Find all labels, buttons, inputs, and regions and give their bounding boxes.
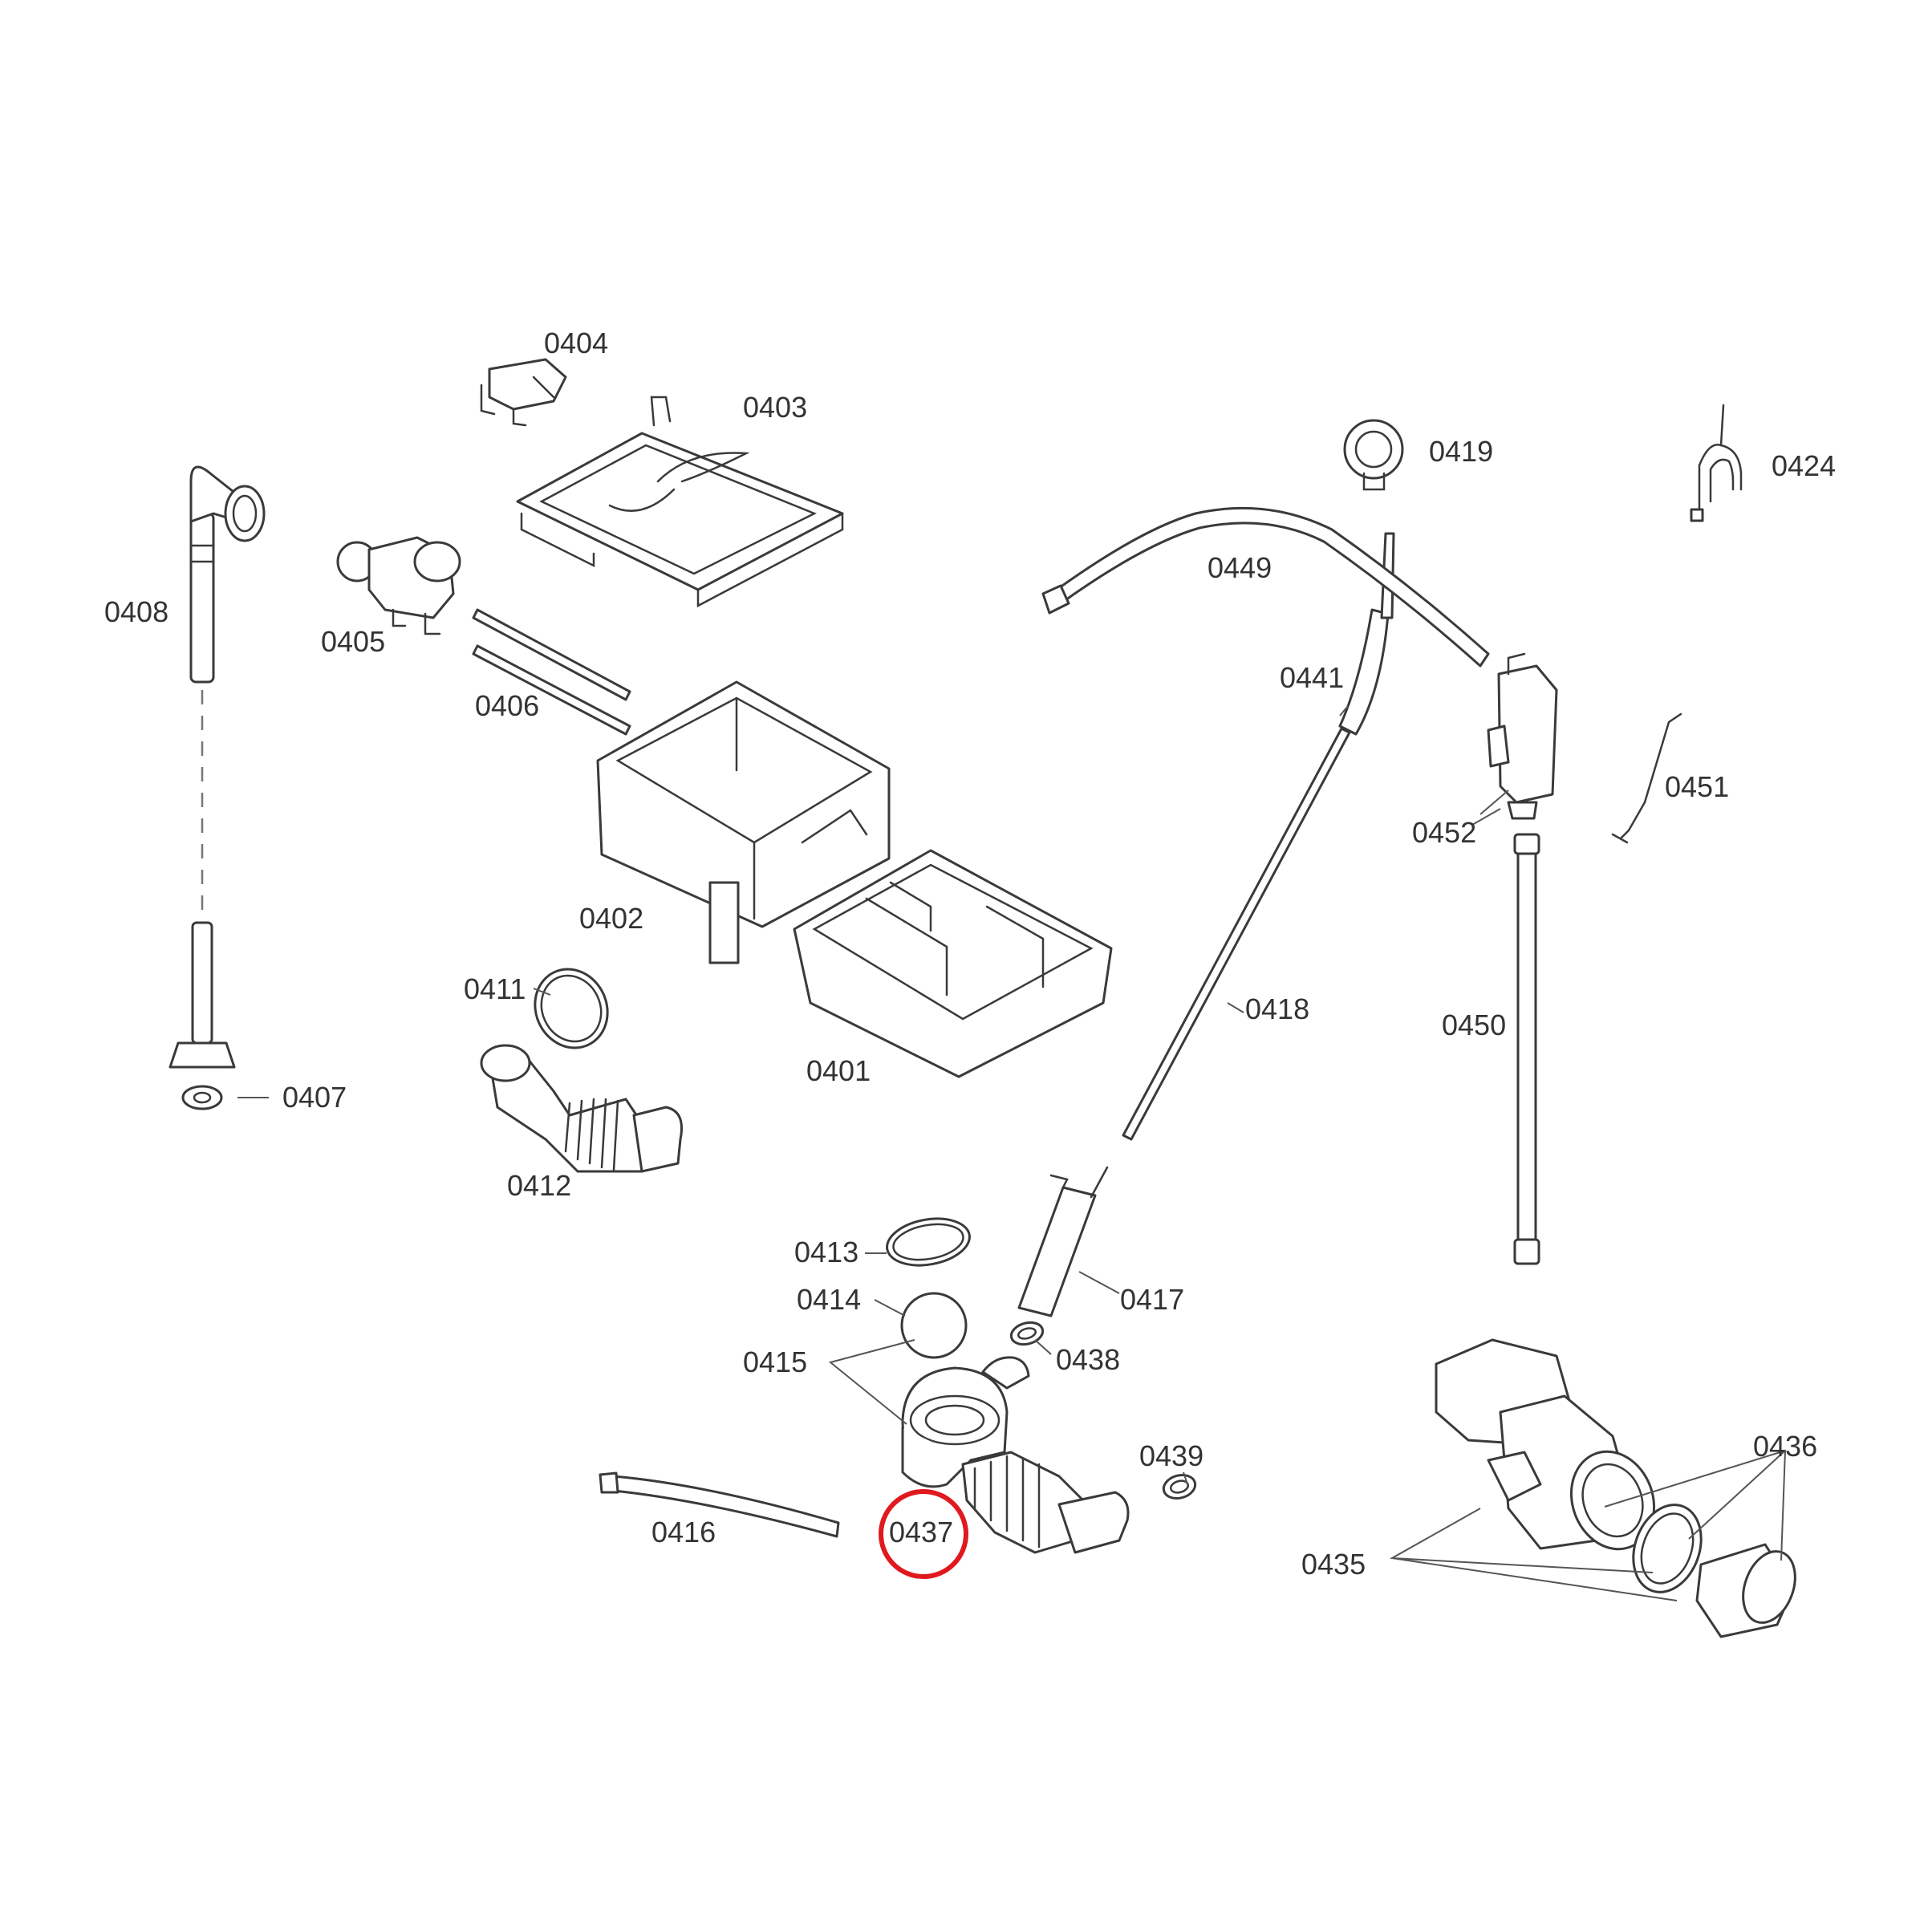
part-0424-clip [1690,404,1743,522]
label-0407: 0407 [282,1081,347,1114]
part-0417-tube [1017,1166,1109,1317]
highlight-circle-0437 [879,1489,968,1579]
label-0439: 0439 [1139,1439,1203,1472]
part-0451-clip [1619,712,1682,840]
label-0404: 0404 [544,327,608,359]
part-0401-drawer [793,849,1113,1078]
part-0405-valve [336,536,461,635]
part-0402-housing [596,680,891,964]
label-0415: 0415 [743,1346,807,1378]
label-0418: 0418 [1245,992,1309,1025]
part-0450-hose [1513,833,1540,1265]
label-0414: 0414 [797,1283,861,1316]
part-0439-clamp [1162,1474,1197,1500]
label-0402: 0402 [579,902,643,935]
label-0435: 0435 [1301,1548,1366,1581]
part-0449-hose [1041,506,1490,668]
label-0436: 0436 [1753,1430,1817,1463]
label-0406: 0406 [475,689,539,722]
part-0403-frame [516,396,844,608]
part-0413-ring [886,1217,971,1267]
label-0449: 0449 [1208,551,1272,584]
label-0412: 0412 [507,1169,571,1202]
leader-lines [237,705,1787,1601]
label-0405: 0405 [321,625,385,658]
label-0424: 0424 [1772,449,1836,482]
part-0412-hose [480,1044,683,1173]
part-0414-ball [900,1292,968,1359]
part-0435-pump [1435,1338,1656,1551]
label-0417: 0417 [1120,1283,1184,1316]
part-0452-chamber [1487,652,1558,820]
label-0411: 0411 [464,972,526,1005]
label-0438: 0438 [1056,1343,1120,1376]
label-0419: 0419 [1429,435,1493,468]
part-0416-hose [599,1471,840,1538]
part-0438-clamp [1009,1321,1045,1346]
label-0413: 0413 [794,1236,858,1268]
label-0401: 0401 [806,1054,871,1087]
part-0408-lower-pipe [168,921,236,1069]
label-0441: 0441 [1280,661,1344,694]
part-0419-pressure-switch [1343,419,1404,491]
part-0418-long-tube [1122,727,1351,1141]
part-0441-grommet [1338,608,1390,736]
part-0415-0437-sump-hose [901,1356,1130,1554]
part-0411-seal [534,968,609,1049]
label-0450: 0450 [1442,1009,1506,1041]
label-0408: 0408 [104,595,168,628]
part-0436-filter [1632,1504,1796,1638]
label-0416: 0416 [651,1516,716,1548]
part-0404-clip [480,358,567,427]
part-0406-tubes [472,608,631,736]
part-0407-washer [181,1085,223,1110]
part-labels: 0404 0403 0408 0405 0406 0402 0411 0401 … [104,327,1836,1581]
label-0403: 0403 [743,391,807,424]
label-0437: 0437 [889,1516,953,1548]
label-0452: 0452 [1412,816,1476,849]
label-0451: 0451 [1665,770,1729,803]
part-0408-inlet-elbow [189,465,266,684]
